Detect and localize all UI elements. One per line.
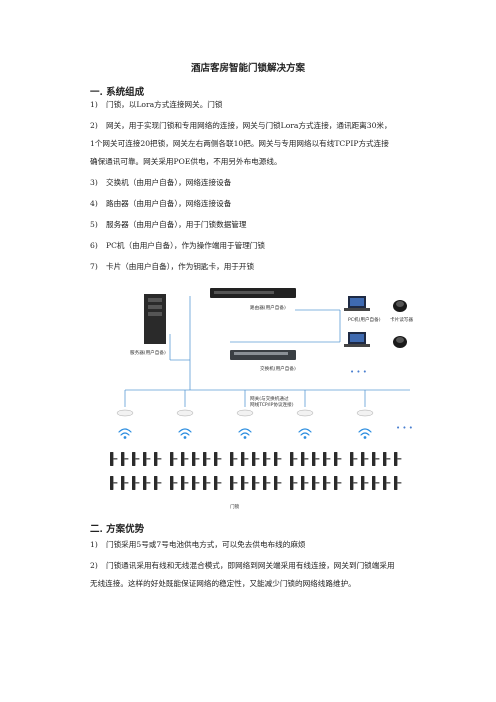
door-lock-icon: [121, 476, 129, 490]
door-lock-icon: [241, 452, 249, 466]
door-lock-icon: [301, 476, 309, 490]
door-lock-icon: [301, 452, 309, 466]
gateway-device: [356, 409, 374, 417]
pc-device: [344, 296, 370, 311]
door-lock-icon: [290, 476, 298, 490]
door-lock-icon: [383, 452, 391, 466]
door-lock-icon: [121, 452, 129, 466]
door-lock-icon: [110, 452, 118, 466]
door-lock-icon: [350, 452, 358, 466]
door-lock-icon: [394, 452, 402, 466]
door-lock-icon: [361, 476, 369, 490]
switch-device: [230, 350, 296, 360]
door-lock-icon: [170, 476, 178, 490]
door-lock-icon: [274, 476, 282, 490]
list-item: 6)PC机（由用户自备），作为操作端用于管理门锁: [90, 241, 265, 250]
door-lock-icon: [274, 452, 282, 466]
door-lock-icon: [143, 476, 151, 490]
more-gateways-dots: • • •: [396, 424, 413, 432]
door-lock-icon: [203, 452, 211, 466]
list-item: 4)路由器（由用户自备），网络连接设备: [90, 199, 232, 208]
list-item: 7)卡片（由用户自备），作为钥匙卡，用于开锁: [90, 262, 255, 271]
router-label: 路由器(用户自备): [250, 304, 286, 311]
list-item-continuation: 确保通讯可靠。网关采用POE供电，不用另外布电源线。: [90, 157, 282, 166]
server-device: [144, 294, 166, 344]
door-lock-icon: [312, 476, 320, 490]
switch-label: 交换机(用户自备): [260, 365, 296, 372]
list-item: 1)门锁，以Lora方式连接网关。门锁: [90, 100, 223, 109]
list-item: 5)服务器（由用户自备），用于门锁数据管理: [90, 220, 247, 229]
door-lock-icon: [192, 476, 200, 490]
pc-label: PC机(用户自备): [348, 316, 381, 323]
door-lock-icon: [361, 452, 369, 466]
door-lock-icon: [154, 452, 162, 466]
door-lock-icon: [170, 452, 178, 466]
door-lock-icon: [143, 452, 151, 466]
door-lock-icon: [203, 476, 211, 490]
gateway-device: [296, 409, 314, 417]
door-lock-icon: [372, 452, 380, 466]
door-lock-icon: [181, 476, 189, 490]
door-lock-icon: [154, 476, 162, 490]
section-heading-composition: 一. 系统组成: [90, 87, 145, 98]
wifi-icon: [298, 428, 312, 439]
page-title: 酒店客房智能门锁解决方案: [190, 63, 305, 74]
list-item: 3)交换机（由用户自备），网络连接设备: [90, 178, 232, 187]
door-lock-icon: [334, 452, 342, 466]
card-reader-label: 卡片读写器: [390, 316, 413, 323]
door-lock-icon: [263, 476, 271, 490]
door-lock-icon: [312, 452, 320, 466]
door-lock-icon: [263, 452, 271, 466]
wifi-icon: [178, 428, 192, 439]
card-reader-device: [393, 336, 407, 348]
gateway-device: [236, 409, 254, 417]
door-lock-icon: [290, 452, 298, 466]
door-lock-icon: [323, 476, 331, 490]
list-item: 2)网关，用于实现门锁和专用网络的连接，网关与门锁Lora方式连接，通讯距离30…: [90, 121, 392, 130]
door-lock-icon: [372, 476, 380, 490]
section-heading-advantages: 二. 方案优势: [90, 524, 145, 535]
door-lock-icon: [230, 476, 238, 490]
door-lock-icon: [110, 476, 118, 490]
door-lock-icon: [214, 476, 222, 490]
more-pcs-dots: • • •: [350, 368, 367, 376]
server-label: 服务器(用户自备): [130, 349, 166, 356]
door-lock-icon: [192, 452, 200, 466]
gateway-label-2: 网线TCP/IP协议连接): [250, 401, 294, 408]
door-lock-icon: [252, 452, 260, 466]
list-item-continuation: 1个网关可连接20把锁，网关左右两侧各联10把。网关与专用网络以有线TCPIP方…: [90, 139, 389, 148]
list-item: 1)门锁采用5号或7号电池供电方式，可以免去供电布线的麻烦: [90, 540, 306, 549]
door-lock-icon: [181, 452, 189, 466]
door-lock-icon: [334, 476, 342, 490]
pc-device: [344, 332, 370, 347]
lock-label: 门锁: [230, 503, 240, 510]
list-item-continuation: 无线连接。这样的好处既能保证网络的稳定性，又能减少门锁的网络线路维护。: [90, 579, 356, 588]
door-lock-icon: [350, 476, 358, 490]
list-item: 2)门锁通讯采用有线和无线混合模式，即网络到网关端采用有线连接，网关到门锁端采用: [90, 561, 395, 570]
wifi-icon: [238, 428, 252, 439]
wifi-icon: [358, 428, 372, 439]
network-diagram: 路由器(用户自备) 交换机(用户自备) 服务器(用户自备) PC机(用户自备) …: [110, 288, 413, 510]
router-device: [210, 288, 296, 298]
door-lock-icon: [214, 452, 222, 466]
door-lock-icon: [241, 476, 249, 490]
gateway-label-1: 网关(与交换机通过: [250, 395, 289, 402]
gateway-device: [116, 409, 134, 417]
wifi-icon: [118, 428, 132, 439]
door-lock-icon: [230, 452, 238, 466]
door-lock-icon: [383, 476, 391, 490]
door-lock-icon: [252, 476, 260, 490]
door-lock-icon: [132, 452, 140, 466]
card-reader-device: [393, 300, 407, 312]
door-lock-icon: [323, 452, 331, 466]
door-lock-icon: [394, 476, 402, 490]
door-lock-icon: [132, 476, 140, 490]
gateway-device: [176, 409, 194, 417]
